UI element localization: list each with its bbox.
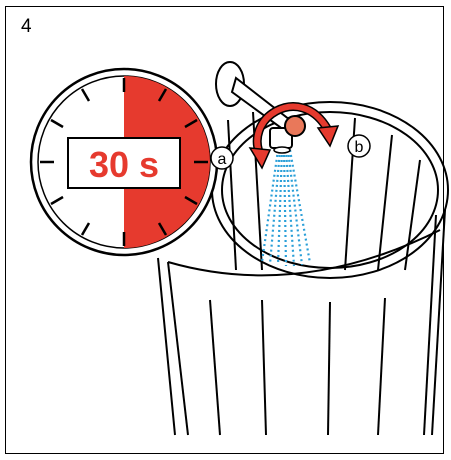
basket-wall-right-inner <box>423 214 437 436</box>
basket-wall-right <box>431 209 446 436</box>
stopwatch-icon: 30 s <box>29 67 219 257</box>
callout-b-label: b <box>355 139 364 156</box>
callout-b: b <box>347 134 371 158</box>
shower-nozzle-icon <box>215 61 306 154</box>
basket-bar <box>377 297 386 436</box>
step-number: 4 <box>21 16 32 37</box>
nozzle-head <box>284 115 306 137</box>
basket-icon <box>157 101 449 436</box>
arrow-head-left <box>248 147 272 170</box>
callout-a-label: a <box>218 151 227 168</box>
water-spray-icon <box>260 149 312 267</box>
basket-bar <box>227 119 237 271</box>
basket-bar <box>209 299 221 436</box>
basket-floor-ring <box>167 229 441 277</box>
timer-label-box <box>67 137 181 189</box>
basket-wall-left-inner <box>167 261 189 436</box>
basket-bar <box>404 159 421 271</box>
arrow-head-right <box>316 125 340 148</box>
nozzle-tip <box>273 146 291 154</box>
basket-bar <box>377 134 393 271</box>
timer-label: 30 s <box>89 144 159 185</box>
callout-a: a <box>210 146 234 170</box>
basket-bar <box>261 299 267 436</box>
basket-wall-left <box>157 257 176 436</box>
basket-bar <box>327 301 331 436</box>
rotate-arrow-icon <box>248 102 340 170</box>
stopwatch-ticks <box>40 78 208 246</box>
